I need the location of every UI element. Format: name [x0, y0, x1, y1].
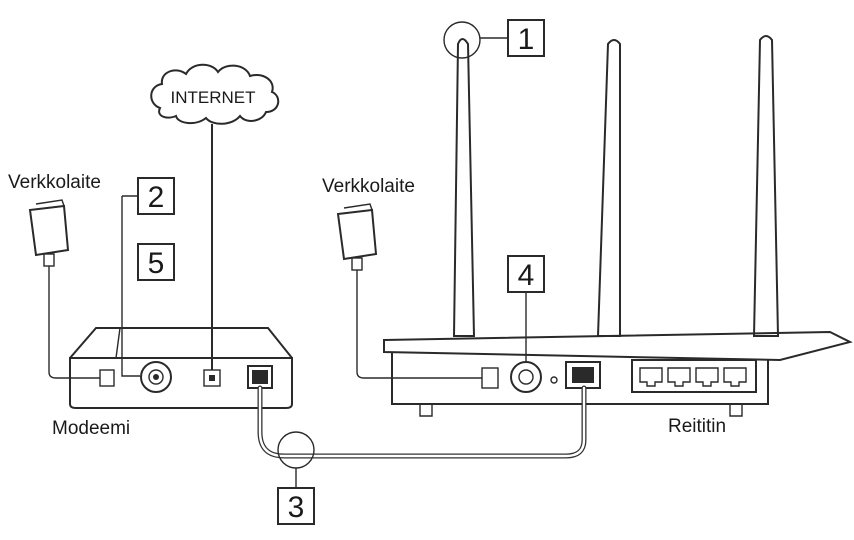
- callout-2: 2: [137, 177, 175, 215]
- modem-phone-port: [203, 369, 221, 387]
- callout-1: 1: [507, 19, 545, 57]
- router-power-button: [510, 361, 542, 393]
- modem-label: Modeemi: [52, 418, 130, 439]
- router-label: Reititin: [668, 416, 726, 437]
- router-reset-button: [550, 376, 558, 384]
- svg-text:5: 5: [148, 247, 165, 280]
- internet-cloud: INTERNET: [150, 63, 280, 125]
- cable-highlight-circle: [277, 431, 315, 469]
- svg-text:2: 2: [148, 181, 165, 214]
- antenna-highlight-circle: [443, 21, 481, 59]
- right-adapter-label: Verkkolaite: [322, 176, 415, 197]
- right-power-adapter: Verkkolaite: [322, 176, 482, 379]
- router-antennas: [452, 35, 780, 337]
- callout-3: 3: [277, 487, 315, 525]
- modem-power-port: [99, 369, 115, 387]
- router: Reititin: [383, 35, 853, 437]
- modem: Modeemi: [52, 327, 293, 439]
- modem-power-button: [140, 361, 172, 393]
- callout-4: 4: [507, 255, 545, 293]
- ethernet-cable: [257, 385, 587, 459]
- left-power-adapter: Verkkolaite: [8, 172, 101, 379]
- router-lan-ports: [631, 359, 757, 393]
- svg-text:1: 1: [518, 23, 535, 56]
- svg-text:4: 4: [518, 259, 535, 292]
- left-adapter-label: Verkkolaite: [8, 172, 101, 193]
- router-power-port: [481, 367, 499, 389]
- callout-5: 5: [137, 243, 175, 281]
- svg-text:3: 3: [288, 491, 305, 524]
- callout-2-leader: [121, 195, 140, 377]
- internet-label: INTERNET: [171, 88, 256, 107]
